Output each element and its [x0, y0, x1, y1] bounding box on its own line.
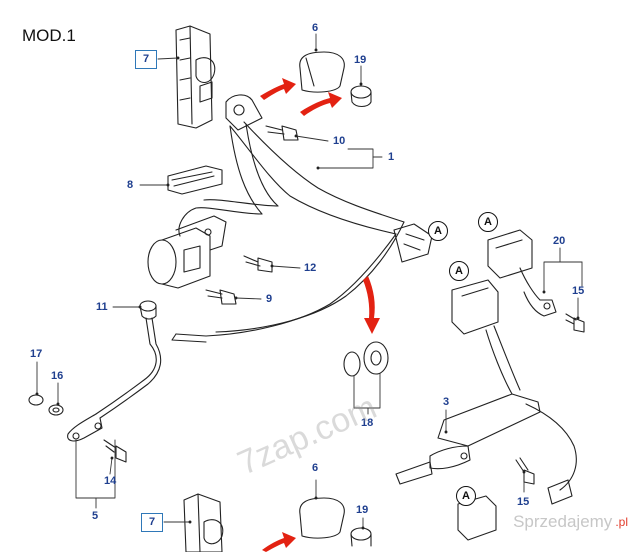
callout-10: 10: [333, 135, 346, 147]
anchor-rail-upper: [175, 25, 216, 129]
buckle-20: [487, 229, 557, 317]
callout-6: 6: [312, 22, 319, 34]
leader-lines: [35, 33, 583, 530]
ref-a-buckle-3: A: [449, 261, 469, 281]
callout-19-lower: 19: [356, 504, 369, 516]
callout-11: 11: [96, 301, 108, 313]
retractor-part: [147, 215, 227, 289]
callout-15-lower: 15: [517, 496, 530, 508]
brand-text: Sprzedajemy: [513, 512, 613, 531]
bolt-15-lower: [515, 457, 535, 485]
callout-12: 12: [304, 262, 317, 274]
bolt-9: [205, 289, 237, 305]
nut-part: [28, 394, 44, 406]
callout-3: 3: [443, 396, 450, 408]
cap-part: [350, 85, 372, 108]
callout-16: 16: [51, 370, 64, 382]
anchor-rail-lower: [183, 493, 497, 552]
callout-15-upper: 15: [572, 285, 585, 297]
callout-5: 5: [92, 510, 99, 522]
seat-belt: [171, 94, 433, 343]
ref-a-buckle-20: A: [478, 212, 498, 232]
callout-20: 20: [553, 235, 566, 247]
cable-part: [67, 300, 162, 442]
callout-18: 18: [361, 417, 374, 429]
washers-part: [343, 341, 389, 377]
ref-a-lower: A: [456, 486, 476, 506]
bolt-14: [103, 439, 127, 463]
bolt-15-upper: [565, 313, 585, 333]
cover-part: [299, 51, 345, 93]
callout-7: 7: [135, 50, 158, 69]
callout-1: 1: [388, 151, 395, 163]
bolt-12: [243, 255, 273, 273]
callout-9: 9: [266, 293, 273, 305]
model-label: MOD.1: [22, 26, 76, 45]
callout-6-lower: 6: [312, 462, 319, 474]
buckle-part: [395, 279, 577, 505]
ref-a-belt: A: [428, 221, 448, 241]
callout-17: 17: [30, 348, 43, 360]
brand-watermark: Sprzedajemy.pl: [513, 512, 628, 532]
callout-8: 8: [127, 179, 134, 191]
washer-part: [48, 404, 64, 416]
red-arrows: [260, 78, 380, 552]
callout-7-lower: 7: [141, 513, 164, 532]
callout-19: 19: [354, 54, 367, 66]
belt-guide-part: [167, 165, 223, 195]
bolt-10: [265, 125, 299, 141]
callout-14: 14: [104, 475, 117, 487]
brand-suffix: .pl: [615, 515, 628, 529]
